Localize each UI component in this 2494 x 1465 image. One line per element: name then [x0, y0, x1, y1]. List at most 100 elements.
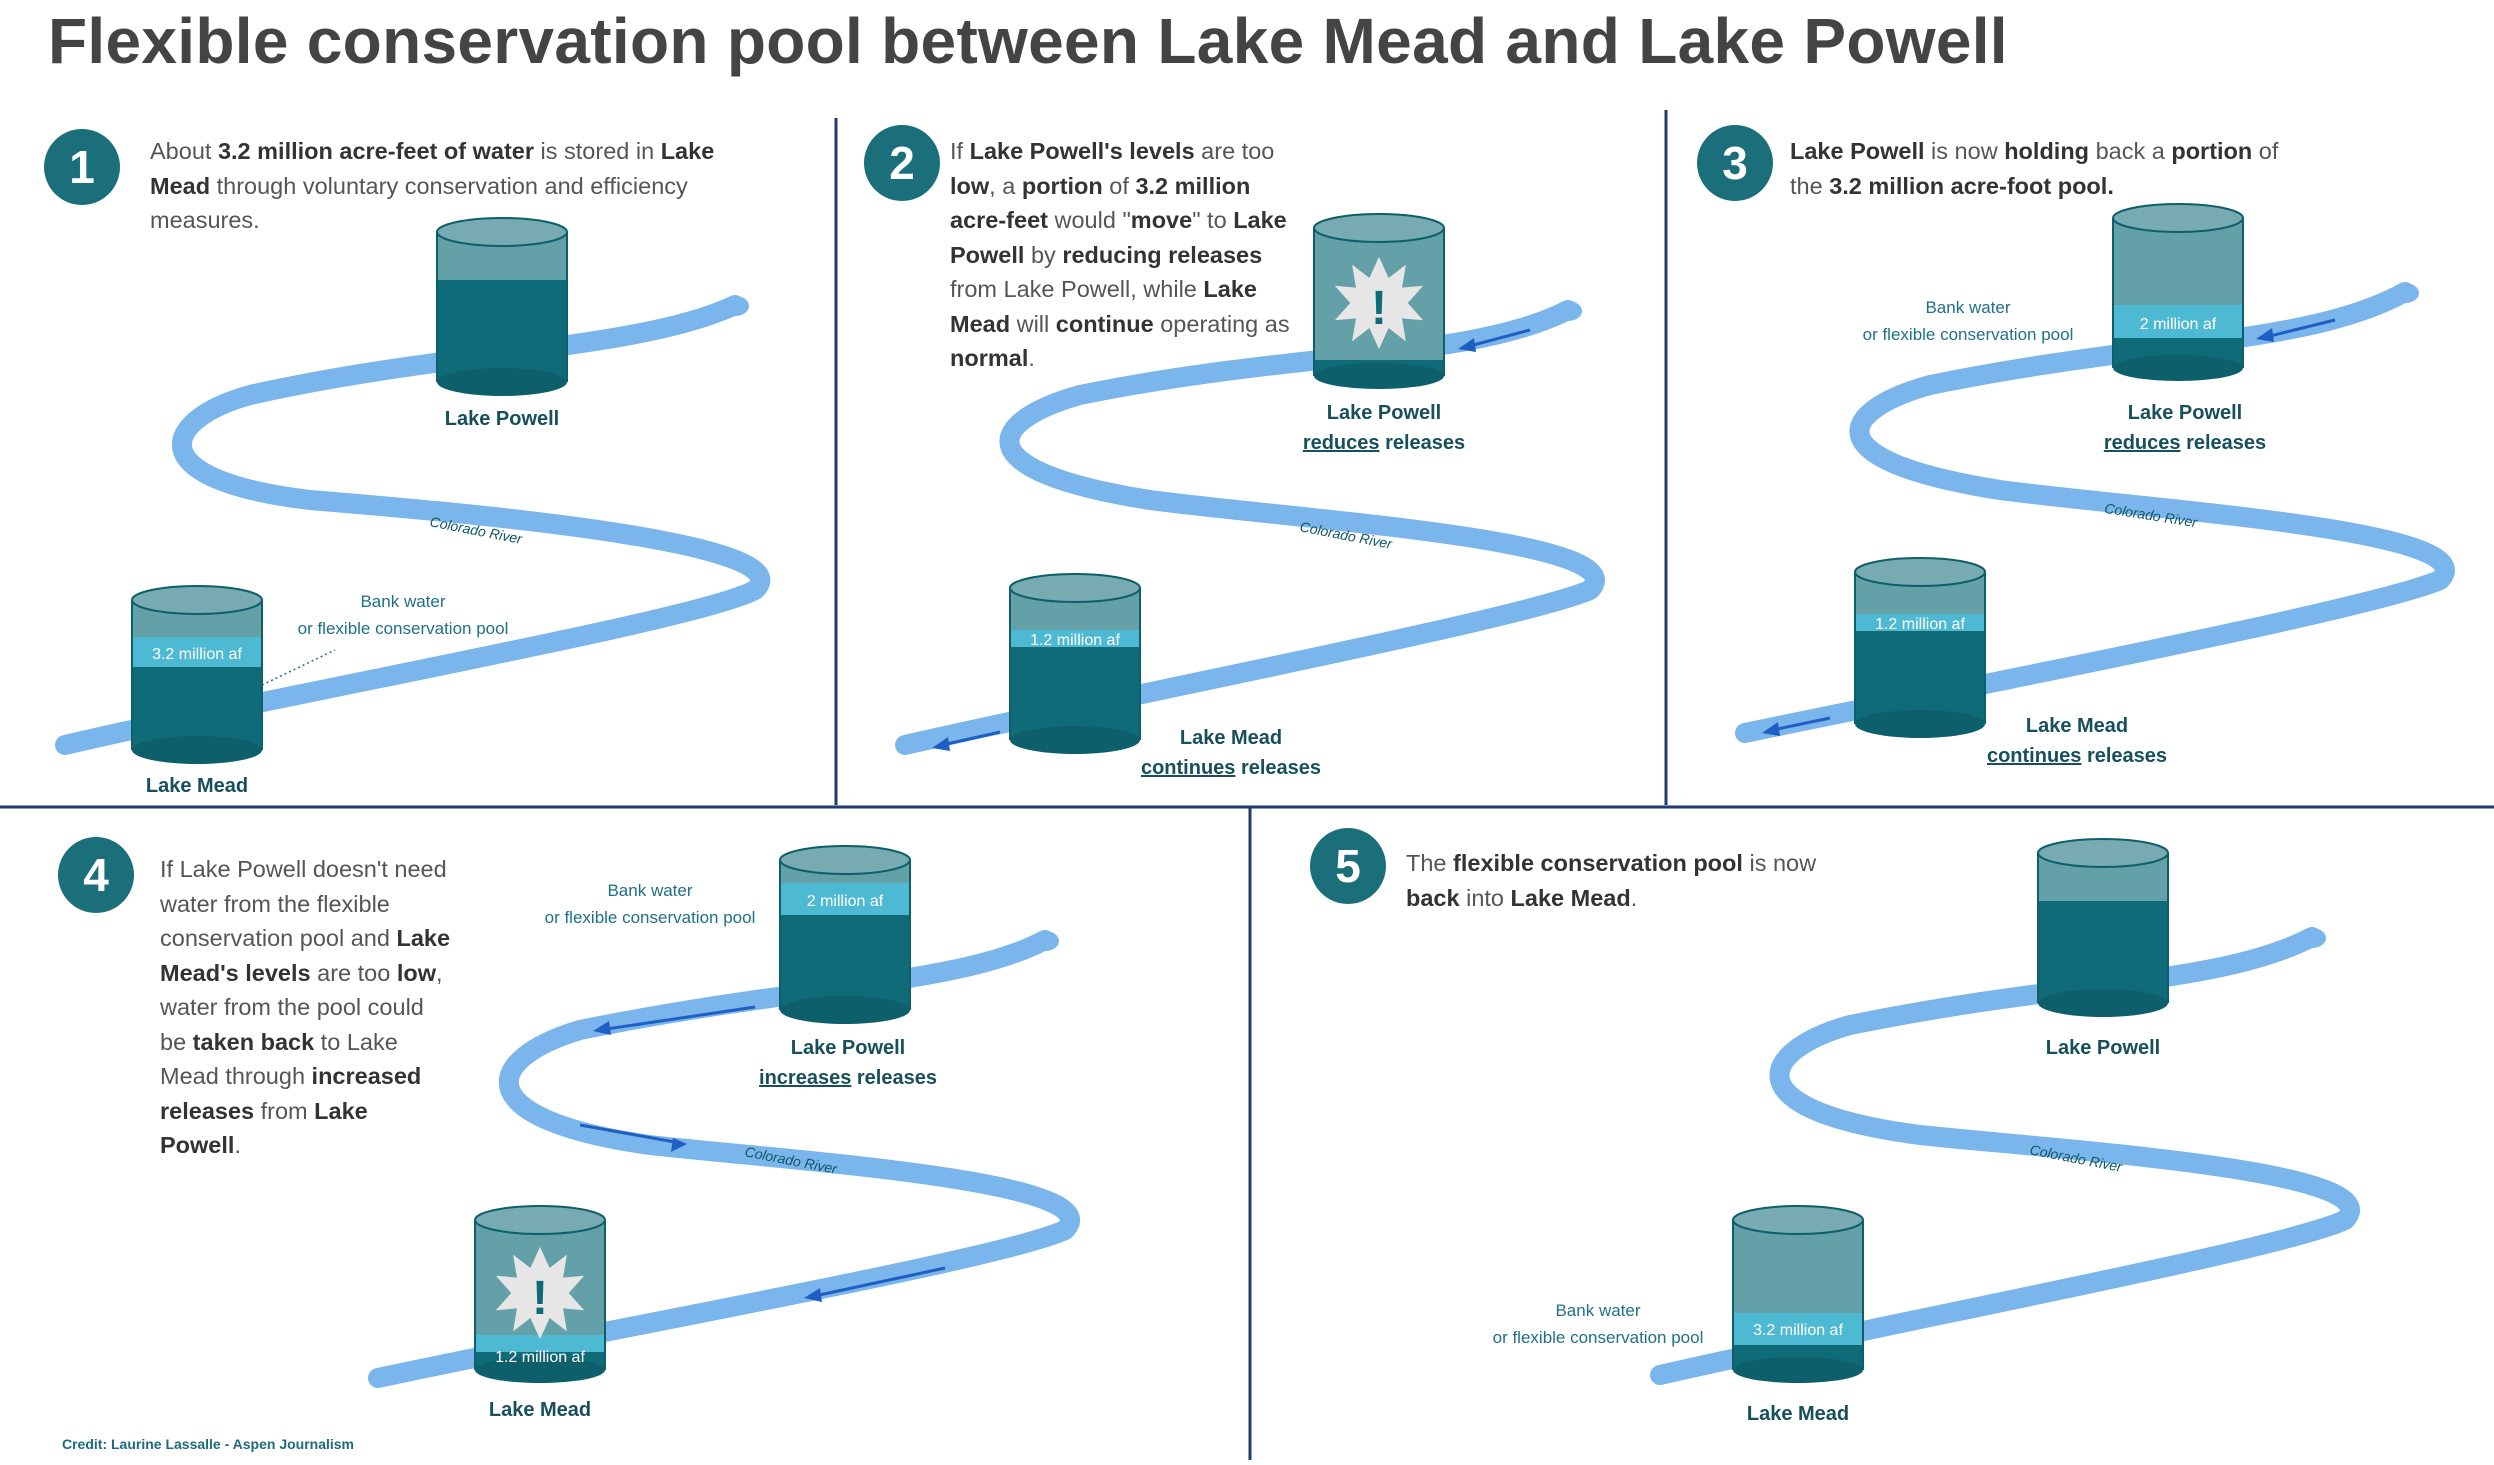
step-2-text-segment: of [1102, 172, 1136, 199]
action-releases-2: releases [1380, 432, 1466, 454]
lake-powell-label-4: Lake Powell [791, 1037, 906, 1059]
step-1-text-segment: through voluntary conservation and effic… [150, 172, 688, 234]
action-increases-4: increases [759, 1067, 851, 1089]
step-2-text-segment: from Lake Powell, while [950, 276, 1204, 302]
step-2-text-segment: Lake Mead [950, 276, 1257, 337]
panel-1: 1 Colorado River Lake Powell 3.2 million… [44, 129, 771, 797]
action-reduces-2: reduces [1303, 432, 1380, 454]
step-1-text-segment: Lake Mead [150, 138, 715, 199]
panel-3: 3 Colorado River 2 million af Bank water… [1697, 125, 2455, 767]
step-2-text-segment: Lake Powell [950, 207, 1287, 268]
step-2-text-segment: are too [1194, 138, 1275, 164]
colorado-river-5 [1650, 927, 2360, 1385]
lake-powell-tank-5 [2037, 838, 2169, 1017]
bank-water-label-5a: Bank water [1555, 1301, 1640, 1320]
svg-text:continues releases: continues releases [1141, 757, 1321, 779]
action-releases-3b: releases [2081, 745, 2167, 767]
svg-text:reduces releases: reduces releases [2104, 432, 2266, 454]
step-1-text: About 3.2 million acre-feet of water is … [150, 134, 780, 238]
step-4-text-segment: to Lake Mead through [160, 1028, 398, 1090]
step-2-text-segment: by [1024, 241, 1063, 268]
step-4-text: If Lake Powell doesn't need water from t… [160, 852, 455, 1163]
lake-powell-label-2: Lake Powell [1327, 402, 1442, 424]
step-4-badge: 4 [58, 837, 134, 913]
step-4-text-segment: taken back [192, 1028, 315, 1055]
step-2-text-segment: " to [1192, 207, 1234, 233]
panel-dividers [0, 110, 2494, 1460]
step-5-text-segment: is now [1742, 850, 1817, 876]
step-2-badge: 2 [864, 125, 940, 201]
lake-powell-pool-3: 2 million af [2140, 316, 2217, 333]
step-4-text-segment: low [396, 959, 436, 986]
lake-mead-pool-5: 3.2 million af [1753, 1322, 1843, 1339]
step-2-text-segment: would " [1047, 207, 1131, 233]
lake-powell-pool-4: 2 million af [807, 893, 884, 910]
lake-mead-tank-4 [474, 1205, 606, 1383]
action-releases-2b: releases [1235, 757, 1321, 779]
colorado-river-2 [895, 300, 1605, 755]
step-4-text-segment: Lake Mead's levels [160, 925, 451, 986]
action-continues-2: continues [1141, 757, 1235, 779]
flow-arrow-3a [2261, 318, 2336, 340]
svg-text:increases releases: increases releases [759, 1067, 937, 1089]
step-5-text-segment: flexible conservation pool [1453, 850, 1743, 876]
step-5-text-segment: The [1406, 850, 1454, 876]
lake-mead-label-1: Lake Mead [146, 775, 248, 797]
lake-mead-pool-1: 3.2 million af [152, 646, 242, 663]
svg-text:continues releases: continues releases [1987, 745, 2167, 767]
step-2-text-segment: reducing releases [1062, 241, 1263, 268]
step-2-text-segment: normal [950, 345, 1029, 371]
step-2-text-segment: . [1028, 345, 1035, 371]
step-2-text-segment: 3.2 million acre-feet [950, 172, 1251, 234]
lake-mead-tank-5 [1732, 1205, 1864, 1383]
svg-text:reduces releases: reduces releases [1303, 432, 1465, 454]
step-3-text-segment: portion [2171, 138, 2253, 164]
action-continues-3: continues [1987, 745, 2081, 767]
step-2-text-segment: low [950, 172, 990, 199]
step-4-text-segment: , water from the pool could be [160, 959, 443, 1055]
step-1-number: 1 [69, 141, 95, 193]
lake-mead-tank-3 [1854, 557, 1986, 738]
step-2-number: 2 [889, 137, 915, 189]
step-2-text-segment: Lake Powell's levels [969, 138, 1195, 164]
step-4-text-segment: from [254, 1097, 315, 1124]
step-3-badge: 3 [1697, 125, 1773, 201]
panel-5: 5 Colorado River Lake Powell 3.2 million… [1310, 828, 2360, 1425]
step-2-text-segment: will [1010, 310, 1056, 337]
step-5-text: The flexible conservation pool is now ba… [1406, 846, 1876, 915]
action-releases-3: releases [2181, 432, 2267, 454]
step-3-text-segment: Lake Powell [1790, 138, 1925, 164]
lake-powell-label-3: Lake Powell [2128, 402, 2243, 424]
flow-arrow-4b [579, 1123, 681, 1145]
step-4-text-segment: If Lake Powell doesn't need water from t… [160, 856, 447, 951]
step-3-text-segment: of the [1790, 138, 2279, 199]
lake-mead-label-5: Lake Mead [1747, 1403, 1849, 1425]
step-1-badge: 1 [44, 129, 120, 205]
alert-mark-4: ! [532, 1272, 548, 1325]
step-3-text-segment: back a [2089, 138, 2172, 164]
river-label-4: Colorado River [744, 1143, 840, 1177]
lake-mead-pool-2: 1.2 million af [1030, 632, 1120, 649]
lake-mead-label-4: Lake Mead [489, 1399, 591, 1421]
step-2-text-segment: move [1130, 207, 1193, 233]
colorado-river-4 [368, 930, 1080, 1388]
lake-mead-label-3: Lake Mead [2026, 715, 2128, 737]
lake-powell-tank-4 [779, 845, 911, 1024]
lake-mead-tank-2 [1009, 573, 1141, 754]
step-5-badge: 5 [1310, 828, 1386, 904]
step-4-text-segment: . [234, 1132, 241, 1158]
bank-water-label-1b: or flexible conservation pool [298, 619, 509, 638]
step-5-number: 5 [1335, 840, 1361, 892]
lake-mead-label-2: Lake Mead [1180, 727, 1282, 749]
flow-arrow-4a [599, 1005, 756, 1032]
action-releases-4: releases [851, 1067, 937, 1089]
step-5-text-segment: into [1459, 884, 1511, 911]
credit-line: Credit: Laurine Lassalle - Aspen Journal… [62, 1436, 355, 1452]
step-2-text-segment: operating as [1153, 310, 1290, 337]
lake-powell-label-5: Lake Powell [2046, 1037, 2161, 1059]
step-3-text-segment: 3.2 million acre-foot pool. [1829, 172, 2114, 199]
bank-water-label-5b: or flexible conservation pool [1493, 1328, 1704, 1347]
lake-powell-tank-1 [436, 217, 568, 396]
step-5-text-segment: back [1406, 884, 1460, 911]
lake-powell-tank-3 [2112, 203, 2244, 381]
